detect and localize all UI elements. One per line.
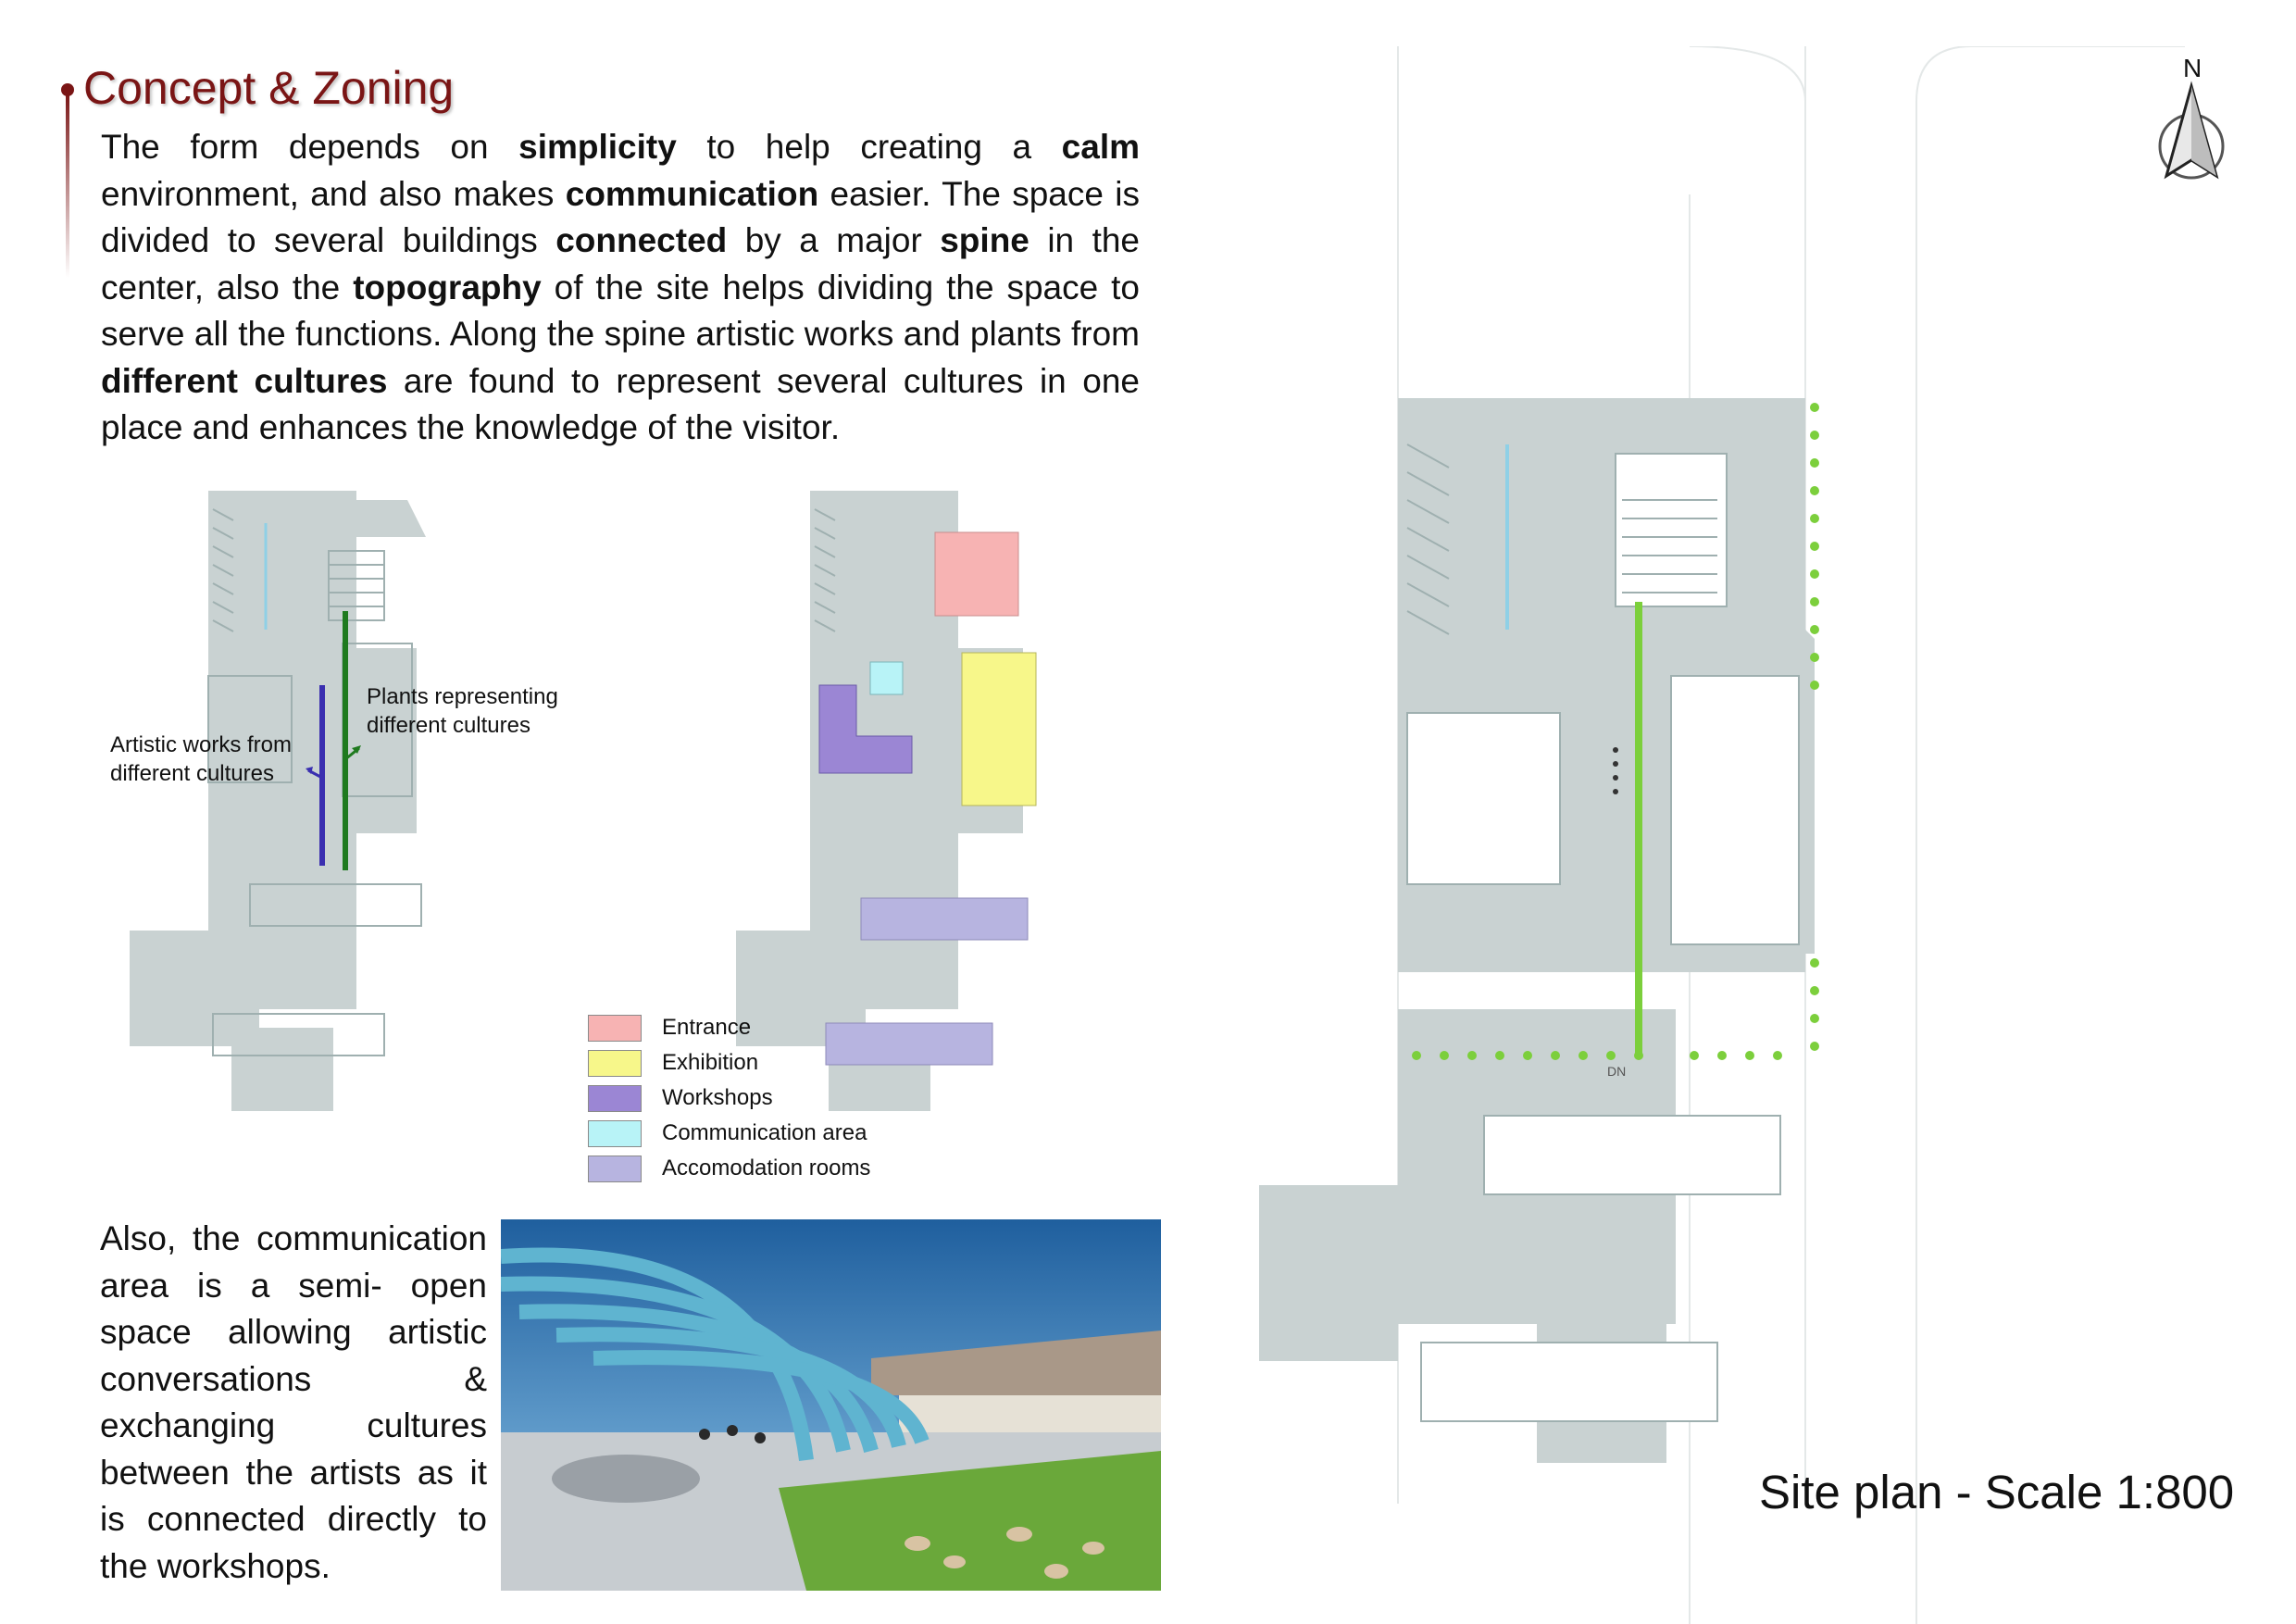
intro-segment: connected xyxy=(555,221,728,259)
zone-accommodation-1 xyxy=(860,897,1029,941)
legend-swatch-entrance xyxy=(588,1015,642,1042)
intro-segment: easier. The space is divided to several … xyxy=(101,174,1140,260)
title-bullet xyxy=(61,83,74,96)
communication-paragraph: Also, the communication area is a semi- … xyxy=(100,1219,487,1585)
intro-segment: of the site helps dividing the space to … xyxy=(101,268,1140,354)
section-title: Concept & Zoning xyxy=(83,62,455,114)
intro-segment: different cultures xyxy=(101,361,388,400)
zone-communication xyxy=(869,661,904,695)
zone-entrance xyxy=(934,531,1019,617)
stair-label: DN xyxy=(1607,1064,1626,1079)
intro-paragraph: The form depends on simplicity to help c… xyxy=(101,124,1140,452)
intro-segment: are found to represent several cultures … xyxy=(101,361,1140,447)
north-arrow-icon xyxy=(2158,81,2225,180)
intro-segment: simplicity xyxy=(518,128,677,166)
intro-segment: spine xyxy=(940,221,1029,259)
intro-segment: topography xyxy=(353,268,542,306)
legend-swatch-exhibition xyxy=(588,1050,642,1077)
legend-swatch-communication xyxy=(588,1120,642,1147)
north-label: N xyxy=(2183,54,2202,82)
concept-spine-diagram xyxy=(130,491,426,1111)
zone-exhibition xyxy=(961,652,1037,806)
zone-accommodation-2 xyxy=(825,1022,993,1066)
intro-segment: by a major xyxy=(727,221,941,259)
site-plan: DN xyxy=(1259,46,2185,1624)
intro-segment: in the center, also the xyxy=(101,221,1140,306)
legend-swatch-accommodation xyxy=(588,1156,642,1182)
title-accent-line xyxy=(66,93,69,278)
intro-segment: to help creating a xyxy=(676,128,1062,166)
intro-segment: communication xyxy=(565,174,819,213)
intro-segment: The form depends on xyxy=(101,128,519,166)
intro-segment: calm xyxy=(1061,128,1141,166)
site-plan-scale-label: Site plan - Scale 1:800 xyxy=(1759,1466,2235,1518)
zone-workshops xyxy=(818,684,913,774)
legend-swatch-workshops xyxy=(588,1085,642,1112)
communication-area-render xyxy=(501,1219,1161,1591)
zoning-diagram xyxy=(736,491,1037,1111)
intro-segment: environment, and also makes xyxy=(101,174,566,213)
